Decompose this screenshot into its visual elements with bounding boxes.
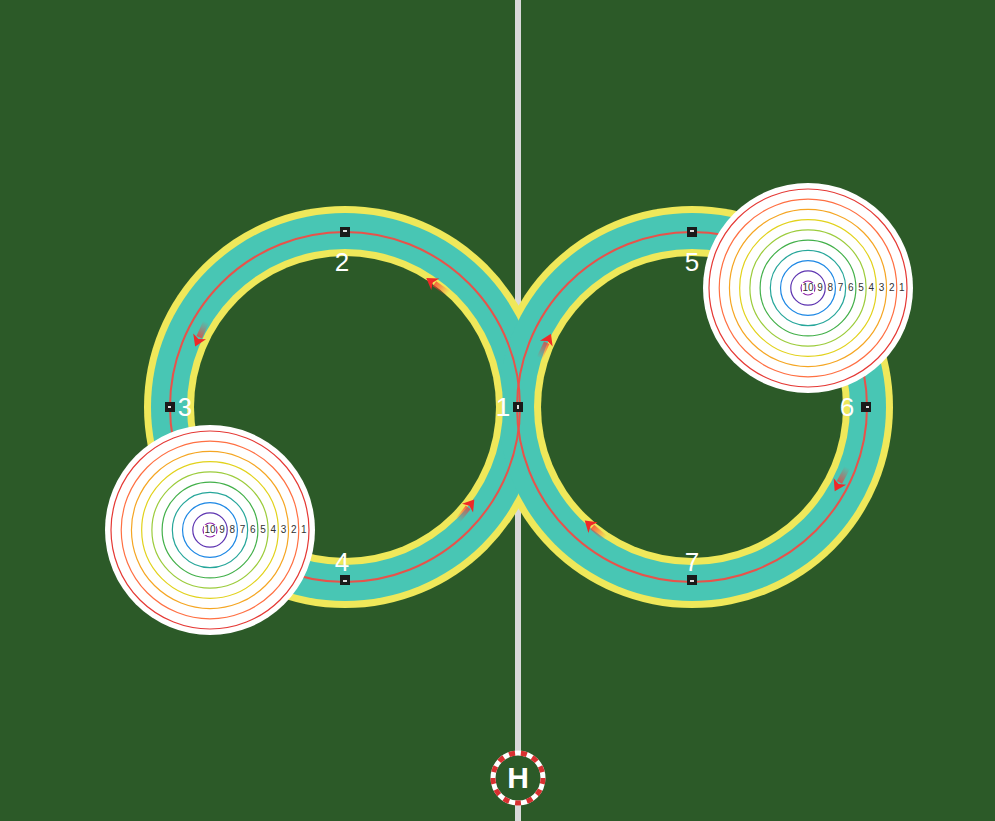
score-ring: [729, 209, 886, 366]
direction-arrow: [533, 331, 557, 361]
marker-detail: [517, 405, 519, 409]
arrow-tail: [196, 321, 208, 339]
score-number: 9: [219, 525, 225, 535]
score-ring: [193, 513, 227, 547]
helipad-letter: H: [507, 763, 529, 793]
score-ring: [750, 230, 866, 346]
score-ring: [172, 492, 247, 567]
marker: [687, 227, 697, 237]
score-number: 3: [281, 525, 287, 535]
helipad: H: [490, 750, 546, 806]
score-number: 2: [889, 283, 895, 293]
score-number: 6: [848, 283, 854, 293]
checkpoint-number: 6: [840, 394, 854, 420]
checkpoint-number: 3: [178, 394, 192, 420]
score-number: 9: [817, 283, 823, 293]
score-ring: [760, 240, 856, 336]
target-background: [105, 425, 315, 635]
score-number: 5: [260, 525, 266, 535]
score-ring: [152, 472, 268, 588]
marker: [340, 575, 350, 585]
marker-detail: [168, 406, 171, 408]
arrow-tail: [590, 525, 607, 541]
arrow-tail: [433, 281, 450, 296]
score-ring: [719, 199, 897, 377]
marker: [861, 402, 871, 412]
score-ring: [740, 220, 877, 357]
marker-detail: [343, 580, 347, 582]
arrow-tail: [537, 341, 550, 359]
score-ring: [801, 281, 815, 295]
direction-arrow: [829, 464, 854, 494]
direction-arrow: [452, 495, 480, 525]
checkpoint-number: 4: [335, 549, 349, 575]
score-ring: [770, 250, 845, 325]
marker-detail: [343, 230, 347, 232]
score-number: 1: [899, 283, 905, 293]
arrow-head: [422, 272, 439, 290]
helipad-dashes: [493, 753, 543, 803]
score-ring: [142, 462, 279, 599]
arrow-tail: [455, 506, 470, 523]
target-board: 10 987654321: [105, 425, 315, 635]
direction-arrow: [422, 272, 452, 299]
score-ring: [162, 482, 258, 578]
score-number: 6: [250, 525, 256, 535]
score-ring: [111, 431, 309, 629]
infield: [541, 256, 843, 558]
score-ring: [131, 451, 288, 608]
target-board: 10 987654321: [703, 183, 913, 393]
score-number: 4: [270, 525, 276, 535]
marker-detail: [690, 230, 694, 232]
marker-detail: [690, 580, 694, 582]
arrow-tail: [837, 466, 850, 484]
score-number: 1: [301, 525, 307, 535]
direction-arrow: [189, 319, 213, 349]
target-background: [703, 183, 913, 393]
marker: [687, 575, 697, 585]
checkpoint-number: 5: [685, 249, 699, 275]
marker: [165, 402, 175, 412]
arrow-head: [462, 495, 480, 512]
race-line: [170, 232, 520, 582]
score-number: 7: [240, 525, 246, 535]
score-ring: [781, 261, 836, 316]
score-number: 4: [868, 283, 874, 293]
score-number: 10: [802, 283, 813, 293]
score-number: 3: [879, 283, 885, 293]
arrow-head: [540, 331, 557, 347]
helipad-ring: [493, 753, 543, 803]
score-number: 8: [828, 283, 834, 293]
score-number: 8: [230, 525, 236, 535]
checkpoint-number: 7: [685, 549, 699, 575]
score-number: 7: [838, 283, 844, 293]
score-ring: [203, 523, 217, 537]
score-number: 10: [204, 525, 215, 535]
score-ring: [183, 503, 238, 558]
score-number: 2: [291, 525, 297, 535]
checkpoint-number: 2: [335, 249, 349, 275]
checkpoint-number: 1: [496, 394, 510, 420]
score-ring: [121, 441, 299, 619]
score-ring: [709, 189, 907, 387]
race-line: [517, 232, 867, 582]
marker-detail: [866, 406, 869, 408]
arrow-head: [580, 515, 597, 533]
marker: [513, 402, 523, 412]
marker: [340, 227, 350, 237]
score-ring: [791, 271, 825, 305]
arrow-head: [829, 478, 847, 494]
direction-arrow: [580, 515, 610, 543]
arrow-head: [189, 333, 206, 349]
score-number: 5: [858, 283, 864, 293]
